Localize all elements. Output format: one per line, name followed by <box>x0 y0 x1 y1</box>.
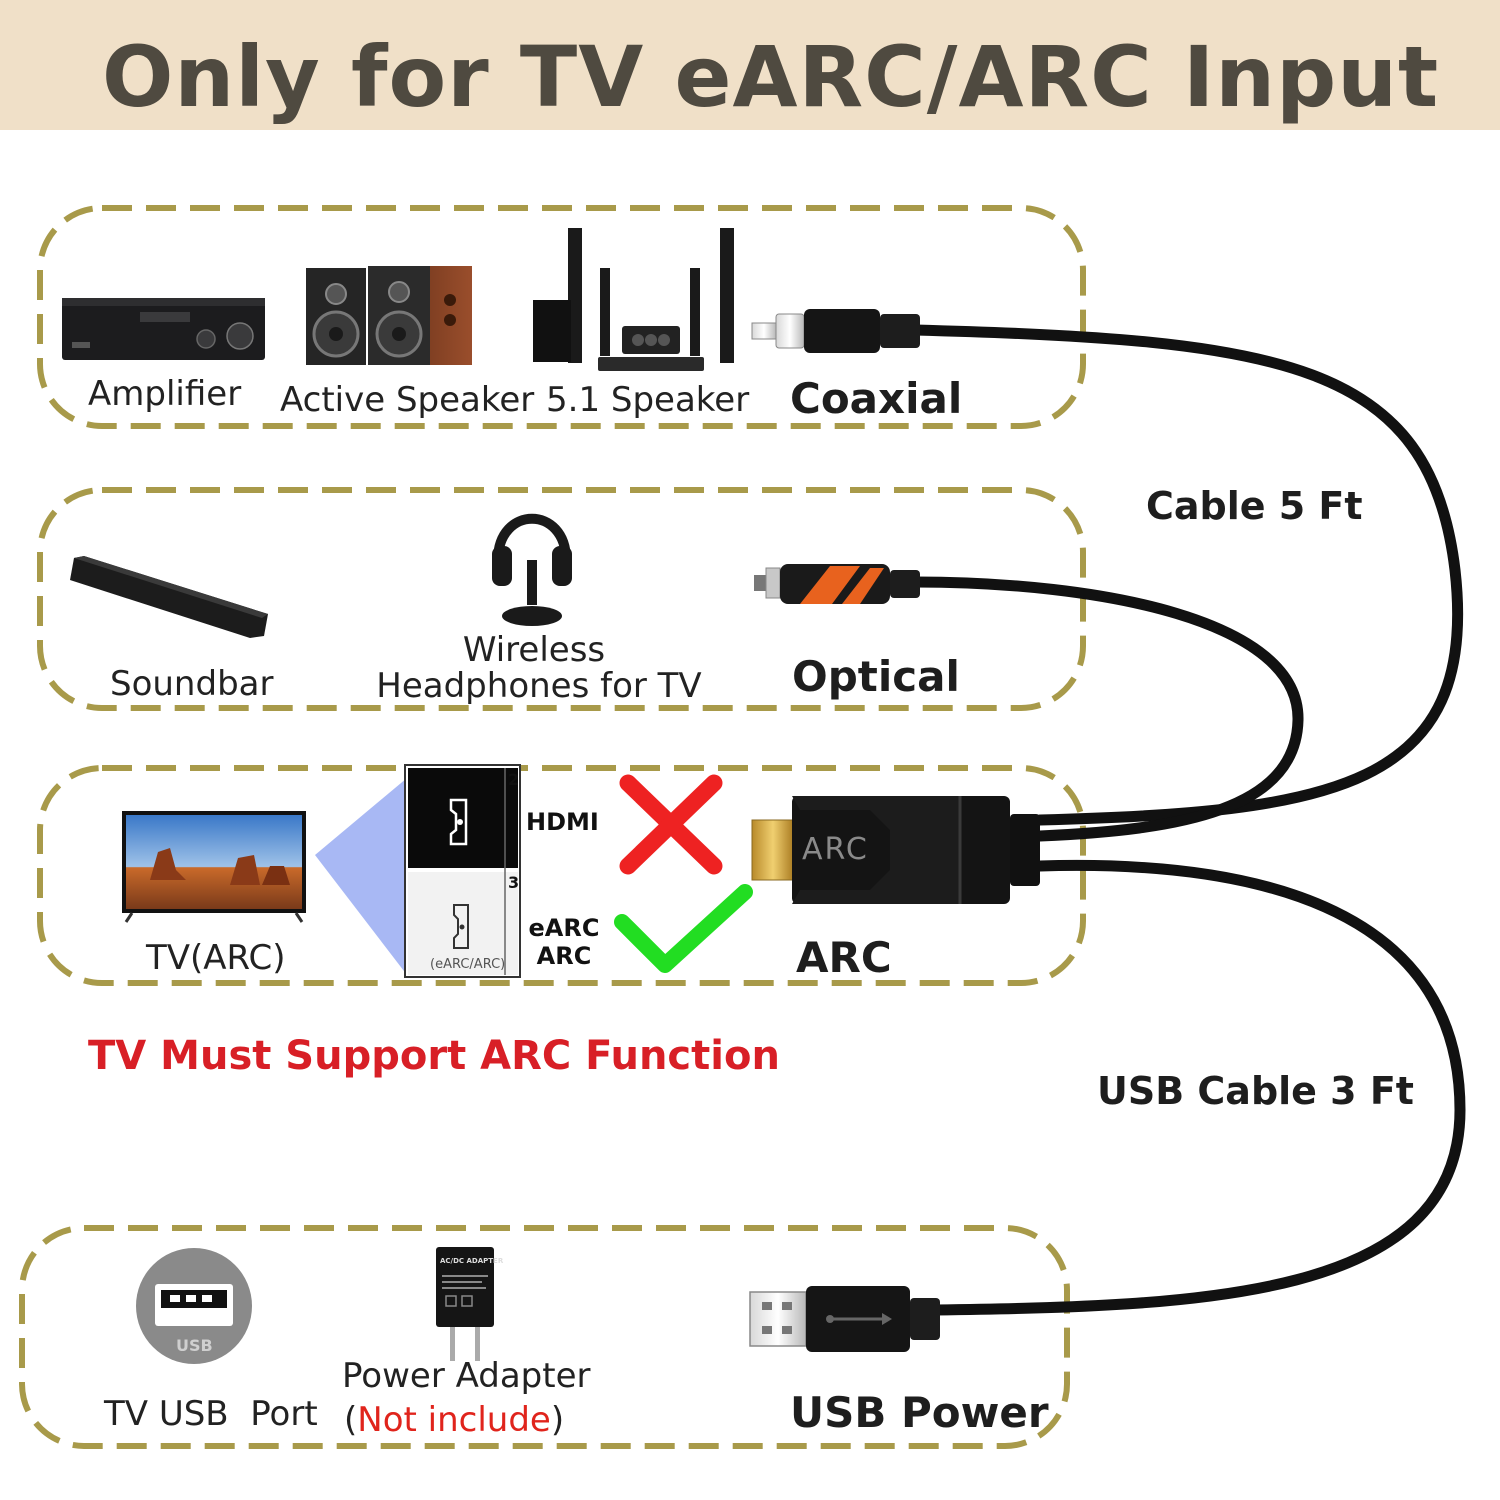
earc-port-label-line1: eARC <box>528 914 600 942</box>
usb-plug-icon <box>749 1286 940 1352</box>
arc-plug-text: ARC <box>802 832 869 867</box>
coaxial-label: Coaxial <box>790 374 963 423</box>
power-adapter-label: Power Adapter <box>342 1356 591 1396</box>
tv-label: TV(ARC) <box>146 938 286 978</box>
zoom-wedge <box>315 778 407 975</box>
coaxial-connector-icon <box>751 309 920 353</box>
tv-usb-port-label: TV USB Port <box>104 1394 318 1434</box>
hdmi-port-number: 2 <box>508 770 520 789</box>
soundbar-label: Soundbar <box>110 664 274 704</box>
adapter-note-open: ( <box>344 1400 358 1440</box>
optical-group-frame <box>37 487 1086 711</box>
surround-speaker-label: 5.1 Speaker <box>546 380 750 420</box>
usb-cable-length: USB Cable 3 Ft <box>1097 1069 1414 1113</box>
usb-cable <box>929 859 1466 1316</box>
coaxial-cable <box>909 324 1464 826</box>
arc-warning: TV Must Support ARC Function <box>88 1033 780 1079</box>
optical-cable <box>909 576 1304 842</box>
hdmi-port-panel <box>404 764 521 978</box>
usb-power-label: USB Power <box>790 1388 1049 1437</box>
wireless-headphones-icon <box>492 513 572 626</box>
earc-port-number: 3 <box>508 873 520 892</box>
optical-connector-icon <box>754 564 920 604</box>
surround-speaker-icon <box>533 228 734 371</box>
amplifier-icon <box>62 298 265 360</box>
hdmi-port-label: HDMI <box>526 808 599 836</box>
arc-label: ARC <box>796 933 892 982</box>
main-cable-length: Cable 5 Ft <box>1146 484 1363 528</box>
soundbar-icon <box>70 556 268 638</box>
cable-bundle <box>909 324 1466 1316</box>
optical-label: Optical <box>792 652 960 701</box>
earc-port-sublabel: (eARC/ARC) <box>430 957 506 972</box>
usb-badge: USB <box>176 1336 213 1355</box>
wireless-label: Wireless <box>462 630 606 670</box>
amplifier-label: Amplifier <box>88 374 242 414</box>
power-adapter-icon <box>436 1247 494 1361</box>
adapter-print: AC/DC ADAPTER <box>440 1257 504 1265</box>
arc-plug-icon <box>751 796 1040 904</box>
coaxial-group-frame <box>37 205 1086 429</box>
page-title: Only for TV eARC/ARC Input <box>102 28 1440 126</box>
headphones-label: Headphones for TV <box>376 666 702 706</box>
check-icon <box>614 884 753 973</box>
arc-group-frame <box>37 765 1086 986</box>
adapter-note: (Not include) <box>344 1400 564 1440</box>
active-speaker-icon <box>306 266 472 365</box>
tv-icon <box>122 811 306 923</box>
usb-group-frame <box>19 1225 1070 1449</box>
cross-icon <box>619 774 723 875</box>
earc-port-label-line2: ARC <box>536 942 592 970</box>
title-banner <box>0 0 1500 130</box>
adapter-note-close: ) <box>550 1400 565 1440</box>
usb-port-icon <box>136 1248 252 1364</box>
active-speaker-label: Active Speaker <box>280 380 535 420</box>
adapter-note-text: Not include <box>357 1400 551 1440</box>
